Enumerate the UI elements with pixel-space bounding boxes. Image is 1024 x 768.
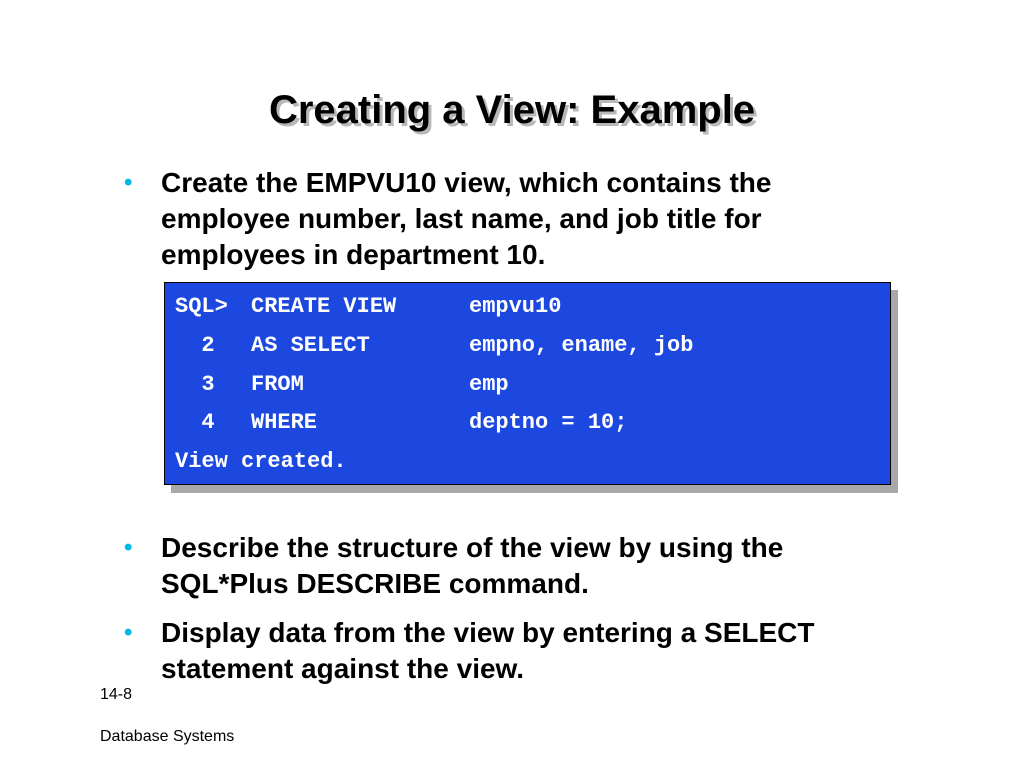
code-argument: empvu10 (469, 294, 562, 319)
bullet-icon: • (124, 169, 133, 196)
course-name: Database Systems (100, 728, 235, 745)
code-prefix: 3 (175, 372, 215, 397)
bullet-icon: • (124, 619, 133, 646)
bullet-text: Display data from the view by entering a… (161, 617, 815, 684)
code-keyword: CREATE VIEW (251, 294, 397, 319)
bullet-text: Create the EMPVU10 view, which contains … (161, 167, 772, 270)
code-keyword: FROM (251, 372, 304, 397)
code-line-2: 2 AS SELECT empno, ename, job (175, 333, 693, 371)
code-prefix: SQL> (175, 294, 228, 319)
code-keyword: AS SELECT (251, 333, 370, 358)
slide-number: 14-8 (100, 686, 133, 703)
bullet-text: Describe the structure of the view by us… (161, 532, 784, 599)
code-line-4: 4 WHERE deptno = 10; (175, 410, 627, 448)
code-keyword: WHERE (251, 410, 318, 435)
slide-title: Creating a View: Example (268, 88, 756, 132)
bullet-icon: • (124, 534, 133, 561)
code-line-3: 3 FROM emp (175, 372, 508, 410)
code-argument: deptno = 10; (469, 410, 628, 435)
sql-code-box: SQL> CREATE VIEW empvu10 2 AS SELECT emp… (164, 282, 891, 485)
code-result: View created. (175, 449, 347, 474)
code-result-line: View created. (175, 449, 347, 487)
code-prefix: 2 (175, 333, 215, 358)
code-argument: empno, ename, job (469, 333, 694, 358)
code-argument: emp (469, 372, 509, 397)
code-prefix: 4 (175, 410, 215, 435)
code-line-1: SQL> CREATE VIEW empvu10 (175, 294, 561, 332)
